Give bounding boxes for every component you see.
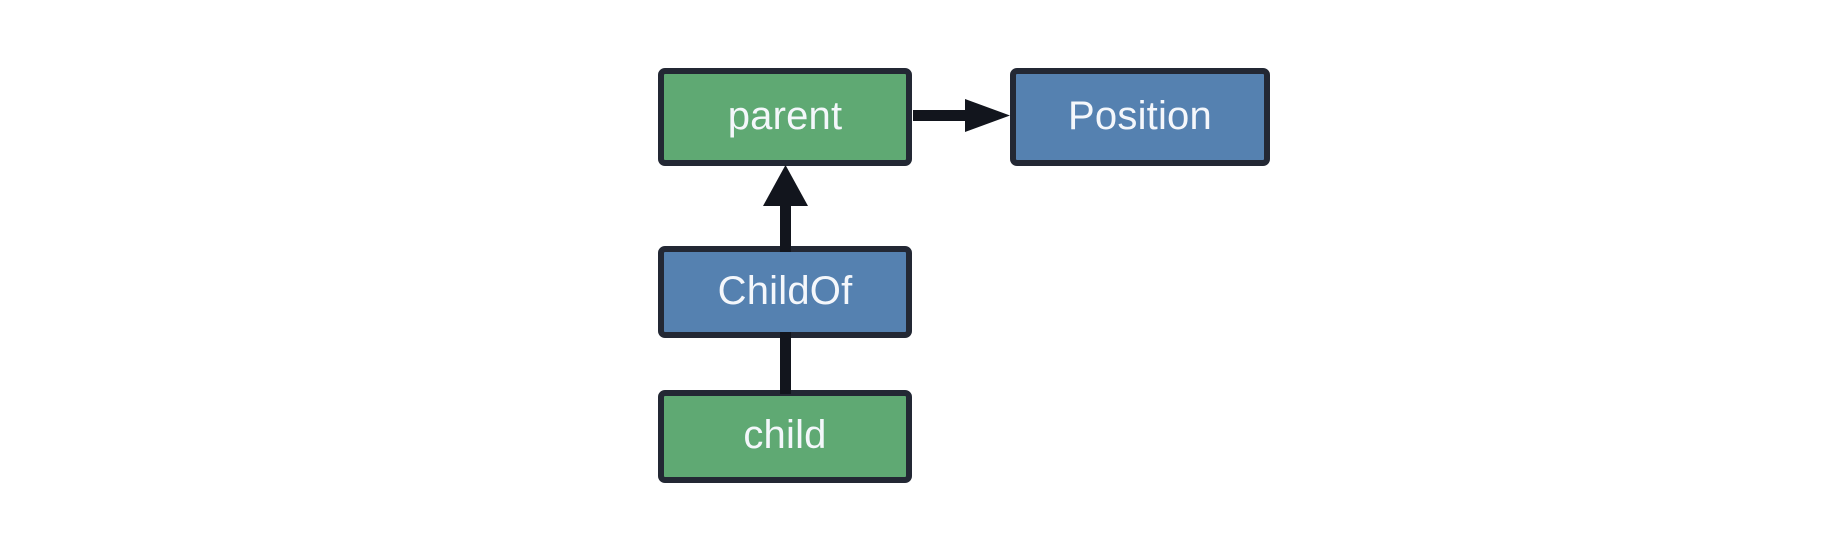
arrowhead-icon xyxy=(965,99,1010,132)
node-parent[interactable]: parent xyxy=(658,68,912,166)
edge-child-to-childof-shaft xyxy=(780,332,791,394)
node-childof[interactable]: ChildOf xyxy=(658,246,912,338)
edge-childof-to-parent xyxy=(763,165,808,252)
node-parent-label: parent xyxy=(727,93,843,138)
node-child[interactable]: child xyxy=(658,390,912,483)
edge-parent-to-position xyxy=(913,99,1010,132)
node-position[interactable]: Position xyxy=(1010,68,1270,166)
edge-childof-to-parent-shaft xyxy=(780,200,791,252)
node-position-label: Position xyxy=(1068,93,1212,138)
node-childof-label: ChildOf xyxy=(717,268,853,313)
node-child-label: child xyxy=(743,413,827,457)
edge-child-to-childof xyxy=(780,332,791,394)
edge-parent-to-position-shaft xyxy=(913,110,969,121)
arrowhead-icon xyxy=(763,165,808,206)
